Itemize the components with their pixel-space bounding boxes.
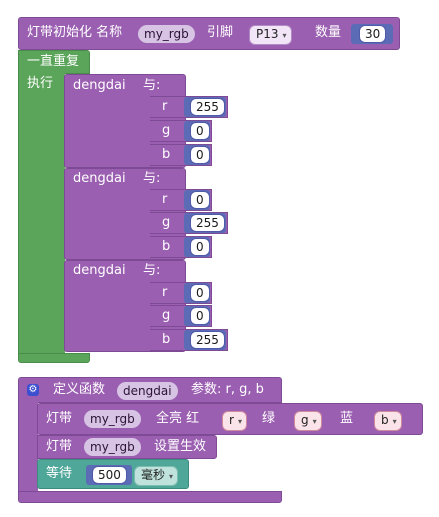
wait-unit-dropdown[interactable]: 毫秒▾ (134, 466, 179, 486)
call-2-b-input[interactable]: 0 (190, 238, 210, 256)
loop-do-label: 执行 (27, 76, 54, 91)
apply-label: 设置生效 (154, 439, 207, 454)
define-bottom-arm (18, 491, 282, 503)
all-on-red-label: 全亮 红 (156, 411, 200, 426)
green-var-dropdown[interactable]: g▾ (294, 411, 322, 431)
strip-fill-block[interactable]: 灯带 my_rgb 全亮 红 r▾ 绿 g▾ 蓝 b▾ (37, 403, 423, 435)
call-fn-label: dengdai (73, 78, 126, 93)
pin-dropdown[interactable]: P13▾ (249, 25, 292, 45)
call-fn-label: dengdai (73, 263, 126, 278)
function-name-field[interactable]: dengdai (117, 382, 178, 400)
strip-label: 灯带 (46, 439, 73, 454)
wait-block[interactable]: 等待 500 毫秒▾ (37, 459, 189, 489)
define-label: 定义函数 (53, 382, 106, 397)
call-3-b-input[interactable]: 255 (190, 331, 225, 349)
count-input[interactable]: 30 (359, 25, 387, 43)
call-2-g-input[interactable]: 255 (190, 214, 225, 232)
chevron-down-icon: ▾ (237, 417, 242, 426)
arg-b-label: b (162, 332, 171, 347)
gear-icon[interactable]: ⚙ (27, 384, 39, 396)
call-1-r-input[interactable]: 255 (190, 98, 225, 116)
call-with-label: 与: (143, 78, 161, 93)
arg-r-label: r (162, 285, 168, 300)
call-1-b-input[interactable]: 0 (190, 146, 210, 164)
chevron-down-icon: ▾ (312, 417, 317, 426)
call-2-r-input[interactable]: 0 (190, 191, 210, 209)
call-1-g-input[interactable]: 0 (190, 122, 210, 140)
call-fn-label: dengdai (73, 171, 126, 186)
strip-name-field[interactable]: my_rgb (84, 410, 141, 428)
pin-label: 引脚 (207, 25, 234, 40)
wait-ms-input[interactable]: 500 (92, 466, 127, 484)
strip-name-field[interactable]: my_rgb (84, 438, 141, 456)
params-label: 参数: r, g, b (191, 382, 264, 397)
loop-bottom-arm (18, 353, 90, 363)
init-name-field[interactable]: my_rgb (138, 25, 195, 43)
arg-r-label: r (162, 99, 168, 114)
red-var-dropdown[interactable]: r▾ (222, 411, 247, 431)
chevron-down-icon: ▾ (392, 417, 397, 426)
green-label: 绿 (262, 411, 276, 426)
blue-label: 蓝 (340, 411, 354, 426)
loop-left-arm: 执行 (18, 73, 65, 353)
define-function-block[interactable]: ⚙ 定义函数 dengdai 参数: r, g, b (18, 377, 282, 403)
call-3-r-input[interactable]: 0 (190, 284, 210, 302)
strip-show-block[interactable]: 灯带 my_rgb 设置生效 (37, 435, 217, 459)
strip-label: 灯带 (46, 411, 73, 426)
chevron-down-icon: ▾ (169, 472, 174, 481)
loop-label: 一直重复 (27, 54, 80, 69)
arg-g-label: g (162, 123, 171, 138)
forever-loop-block[interactable]: 一直重复 (18, 50, 90, 74)
chevron-down-icon: ▾ (282, 31, 287, 40)
arg-g-label: g (162, 215, 171, 230)
call-3-g-input[interactable]: 0 (190, 307, 210, 325)
init-label: 灯带初始化 名称 (27, 25, 123, 40)
arg-g-label: g (162, 308, 171, 323)
blue-var-dropdown[interactable]: b▾ (374, 411, 402, 431)
arg-b-label: b (162, 239, 171, 254)
arg-r-label: r (162, 192, 168, 207)
call-with-label: 与: (143, 263, 161, 278)
wait-label: 等待 (46, 466, 73, 481)
count-label: 数量 (315, 25, 342, 40)
led-init-block[interactable]: 灯带初始化 名称 my_rgb 引脚 P13▾ 数量 30 (18, 17, 400, 50)
define-left-arm (18, 402, 38, 492)
arg-b-label: b (162, 147, 171, 162)
call-with-label: 与: (143, 171, 161, 186)
